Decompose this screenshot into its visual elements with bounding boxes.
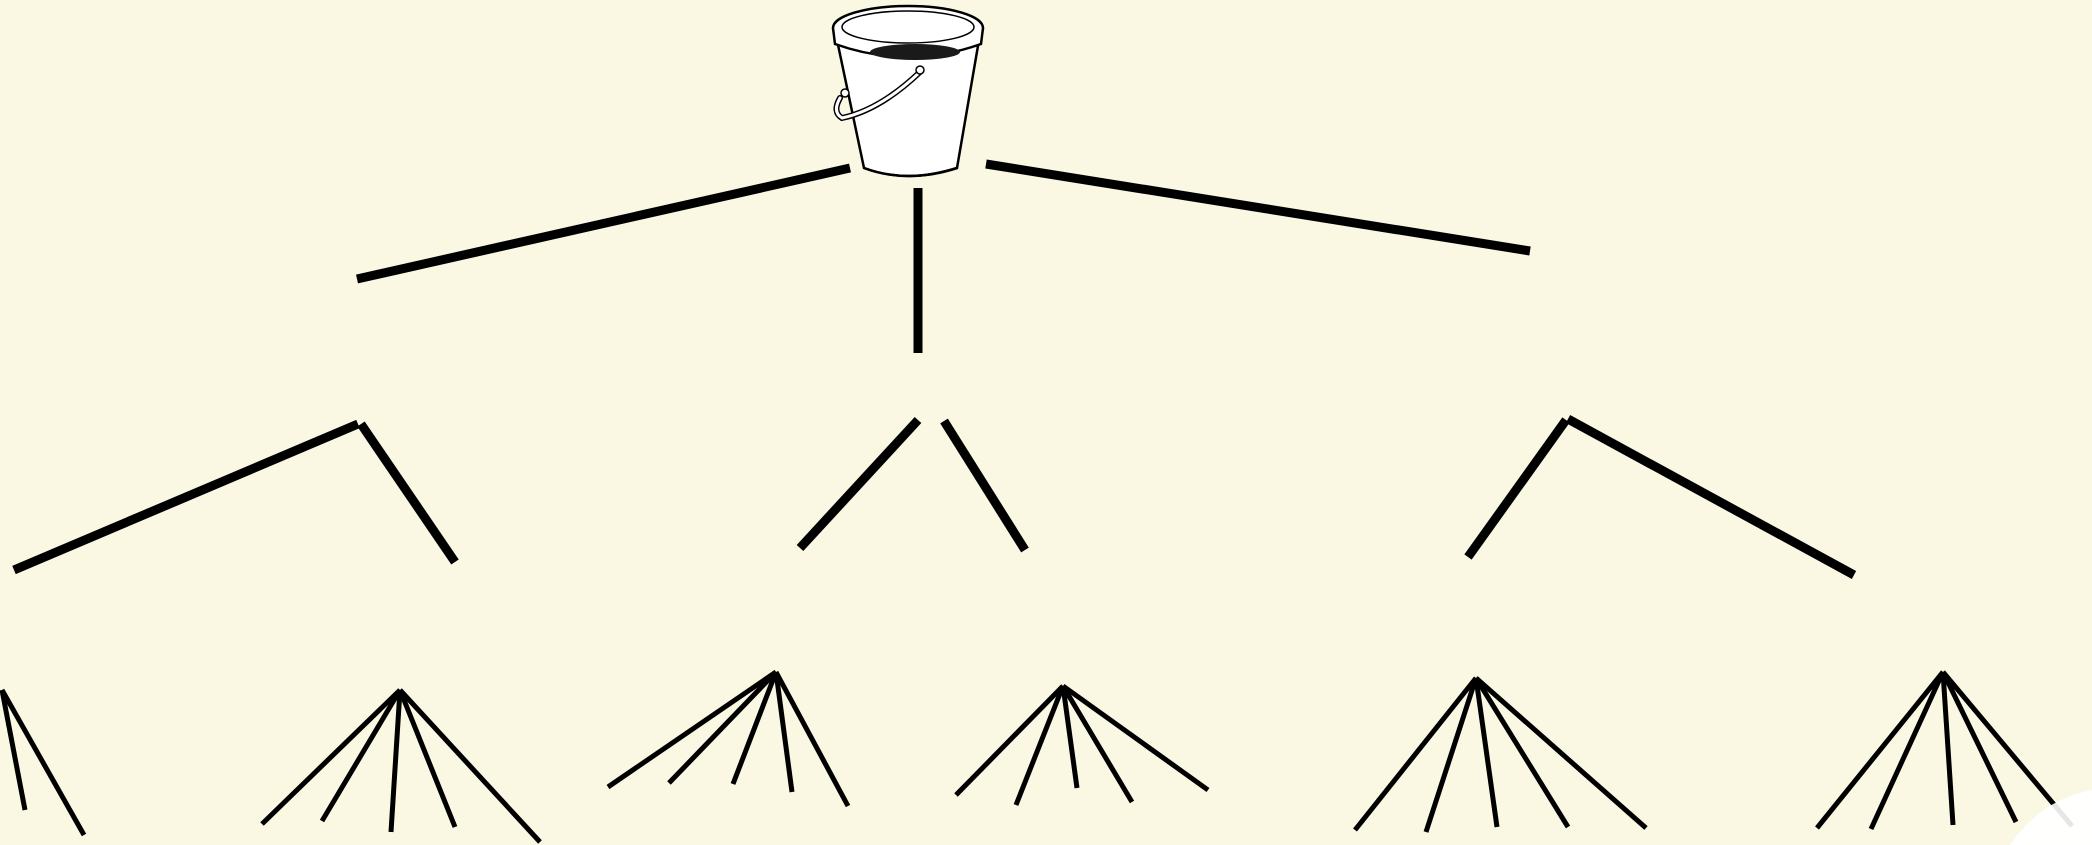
level-3-branch	[669, 672, 776, 783]
level-3-branch	[400, 690, 455, 827]
level-3-branch	[391, 690, 400, 832]
level-2-branch	[14, 424, 358, 570]
level-3-branch	[1476, 678, 1568, 827]
level-3-branch	[1426, 678, 1476, 832]
level-1-branch-right	[986, 164, 1530, 251]
level-2-branch	[944, 421, 1025, 550]
level-2-branch	[800, 420, 918, 548]
bucket-icon	[833, 6, 983, 176]
level-3-branch	[1476, 678, 1646, 828]
level-2-branch	[361, 424, 455, 562]
level-3-branch	[1016, 686, 1063, 805]
level-3-branch	[400, 690, 540, 842]
level-2-branch	[1568, 419, 1854, 575]
level-3-branch	[956, 686, 1063, 795]
level-1-branch-left	[357, 168, 850, 279]
level-3-branches	[2, 672, 2072, 842]
level-1-branches	[357, 164, 1530, 353]
level-3-branch	[608, 672, 776, 787]
level-2-branch	[1468, 420, 1566, 557]
level-3-branch	[1355, 678, 1476, 830]
level-3-branch	[1063, 686, 1208, 790]
level-2-branches	[14, 419, 1854, 575]
level-3-branch	[1476, 678, 1497, 827]
